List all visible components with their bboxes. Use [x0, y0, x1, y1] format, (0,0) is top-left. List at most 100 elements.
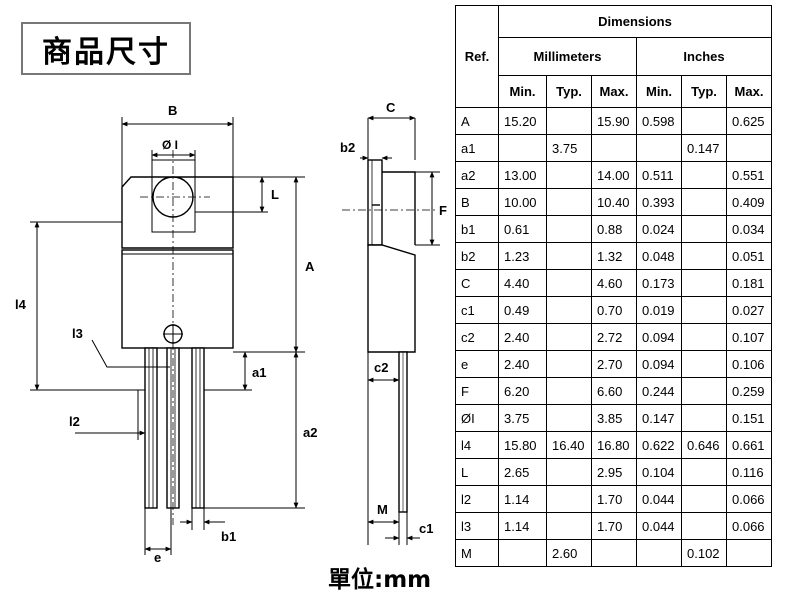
table-cell-mm-min: [498, 539, 547, 567]
table-cell-ref: L: [455, 458, 499, 486]
label-l4: l4: [15, 297, 27, 312]
header-in-min: Min.: [636, 75, 682, 108]
label-e: e: [154, 550, 161, 565]
label-C: C: [386, 100, 396, 115]
table-cell-ref: b1: [455, 215, 499, 243]
table-cell-mm-typ: [546, 107, 592, 135]
table-cell-ref: F: [455, 377, 499, 405]
table-cell-ref: l2: [455, 485, 499, 513]
table-cell-mm-typ: 16.40: [546, 431, 592, 459]
label-a2: a2: [303, 425, 317, 440]
table-cell-mm-typ: [546, 350, 592, 378]
table-cell-mm-typ: [546, 512, 592, 540]
dimension-labels: B Ø I L A l4 l3 a1 a2 l2 e b1 C b2 F c2 …: [15, 100, 447, 565]
table-cell-in-typ: [681, 161, 727, 189]
header-mm-max: Max.: [591, 75, 637, 108]
table-cell-mm-max: 16.80: [591, 431, 637, 459]
table-cell-in-max: 0.551: [726, 161, 772, 189]
table-cell-mm-typ: [546, 215, 592, 243]
side-view: [342, 115, 440, 545]
label-M: M: [377, 502, 388, 517]
front-body-outline: [121, 249, 234, 349]
page-title: 商品尺寸: [21, 22, 191, 75]
table-cell-mm-max: [591, 539, 637, 567]
side-body-outline: [367, 244, 416, 353]
label-b2: b2: [340, 140, 355, 155]
table-cell-mm-min: 3.75: [498, 404, 547, 432]
table-cell-in-typ: [681, 242, 727, 270]
table-cell-in-min: [636, 134, 682, 162]
table-cell-mm-min: 0.61: [498, 215, 547, 243]
table-cell-in-max: 0.409: [726, 188, 772, 216]
table-cell-in-max: 0.027: [726, 296, 772, 324]
table-cell-mm-typ: [546, 323, 592, 351]
table-cell-mm-typ: [546, 485, 592, 513]
label-B: B: [168, 103, 177, 118]
table-cell-mm-min: [498, 134, 547, 162]
table-cell-ref: B: [455, 188, 499, 216]
header-in-typ: Typ.: [681, 75, 727, 108]
table-cell-ref: l3: [455, 512, 499, 540]
table-cell-in-min: 0.147: [636, 404, 682, 432]
label-diameter-i: Ø I: [162, 138, 178, 152]
label-L: L: [271, 187, 279, 202]
table-cell-ref: ØI: [455, 404, 499, 432]
table-cell-mm-min: 13.00: [498, 161, 547, 189]
table-cell-in-min: 0.094: [636, 350, 682, 378]
header-in-max: Max.: [726, 75, 772, 108]
table-cell-in-min: 0.511: [636, 161, 682, 189]
table-cell-mm-max: 2.72: [591, 323, 637, 351]
table-cell-ref: A: [455, 107, 499, 135]
table-cell-in-typ: [681, 215, 727, 243]
header-ref: Ref.: [455, 5, 499, 108]
table-cell-mm-min: 2.65: [498, 458, 547, 486]
table-cell-in-max: 0.051: [726, 242, 772, 270]
table-cell-in-typ: 0.102: [681, 539, 727, 567]
label-c2: c2: [374, 360, 388, 375]
table-cell-in-typ: [681, 350, 727, 378]
table-cell-ref: M: [455, 539, 499, 567]
table-cell-in-min: 0.024: [636, 215, 682, 243]
table-cell-in-max: [726, 539, 772, 567]
table-cell-mm-min: 6.20: [498, 377, 547, 405]
table-cell-in-typ: [681, 512, 727, 540]
label-l2: l2: [69, 414, 80, 429]
table-cell-mm-typ: [546, 296, 592, 324]
table-cell-mm-typ: [546, 458, 592, 486]
table-cell-mm-min: 2.40: [498, 323, 547, 351]
table-cell-mm-max: 2.70: [591, 350, 637, 378]
table-cell-ref: a1: [455, 134, 499, 162]
table-cell-ref: c1: [455, 296, 499, 324]
package-drawing: B Ø I L A l4 l3 a1 a2 l2 e b1 C b2 F c2 …: [15, 100, 447, 565]
table-cell-in-typ: [681, 323, 727, 351]
table-cell-ref: C: [455, 269, 499, 297]
table-cell-mm-min: 0.49: [498, 296, 547, 324]
table-cell-in-min: 0.044: [636, 485, 682, 513]
table-cell-in-typ: [681, 458, 727, 486]
table-cell-in-min: 0.393: [636, 188, 682, 216]
table-cell-in-max: 0.066: [726, 485, 772, 513]
header-millimeters: Millimeters: [498, 37, 637, 76]
label-A: A: [305, 259, 315, 274]
table-cell-in-min: 0.044: [636, 512, 682, 540]
table-cell-mm-typ: [546, 188, 592, 216]
dimensions-table: Ref. Dimensions Millimeters Inches Min. …: [455, 5, 772, 567]
table-cell-mm-min: 15.20: [498, 107, 547, 135]
table-cell-mm-max: 3.85: [591, 404, 637, 432]
table-cell-in-typ: [681, 269, 727, 297]
table-cell-in-max: 0.661: [726, 431, 772, 459]
table-cell-in-min: 0.094: [636, 323, 682, 351]
unit-label: 單位:mm: [328, 567, 432, 593]
table-cell-in-min: 0.598: [636, 107, 682, 135]
table-cell-mm-max: 0.70: [591, 296, 637, 324]
table-cell-mm-max: 10.40: [591, 188, 637, 216]
